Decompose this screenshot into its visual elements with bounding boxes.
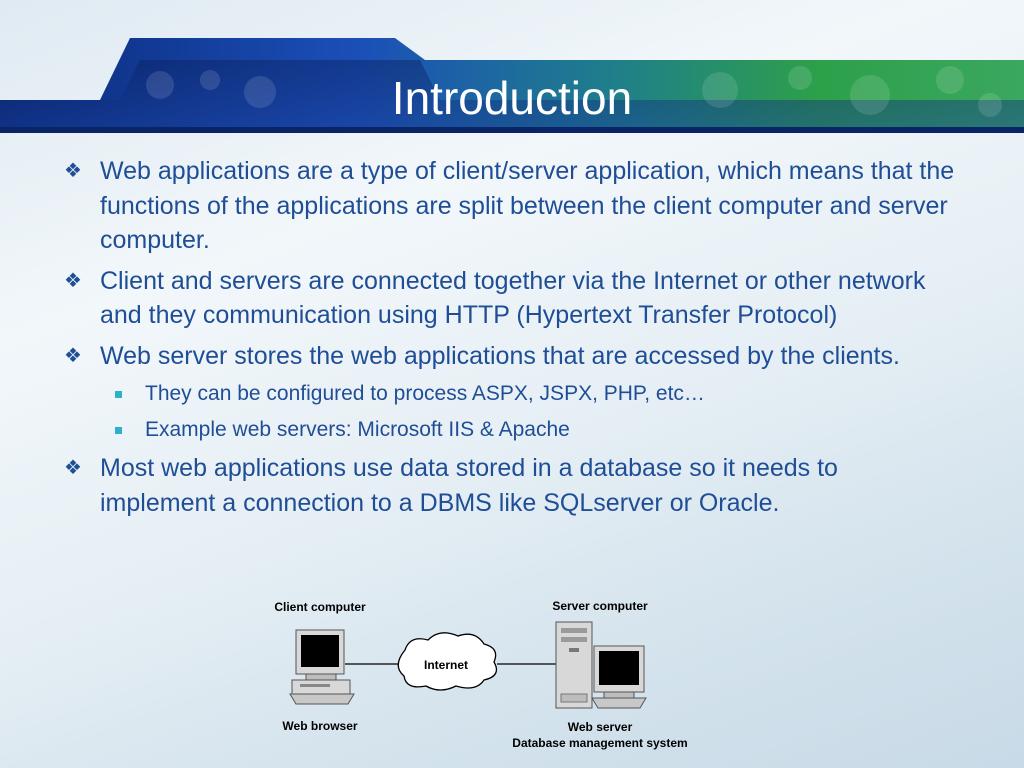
bullet-item: ❖ Web server stores the web applications… — [60, 339, 960, 374]
bullet-text: Web applications are a type of client/se… — [100, 157, 955, 254]
bullet-item: ❖ Client and servers are connected toget… — [60, 264, 960, 333]
client-computer-icon — [289, 629, 355, 705]
diamond-bullet-icon: ❖ — [64, 344, 82, 367]
slide-title: Introduction — [391, 72, 633, 124]
bullet-item: ❖ Most web applications use data stored … — [60, 451, 960, 520]
dbms-label: Database management system — [512, 736, 688, 750]
bullet-item: ❖ Web applications are a type of client/… — [60, 154, 960, 258]
web-server-label: Web server — [567, 720, 633, 734]
internet-label: Internet — [423, 658, 468, 672]
diamond-bullet-icon: ❖ — [64, 457, 82, 479]
server-computer-icon — [555, 621, 593, 709]
bullet-text: Most web applications use data stored in… — [100, 454, 838, 517]
bullet-text: Client and servers are connected togethe… — [100, 266, 926, 330]
sub-bullet-item: Example web servers: Microsoft IIS & Apa… — [60, 415, 960, 445]
slide-content: ❖ Web applications are a type of client/… — [60, 154, 960, 526]
client-server-diagram: Client computer Server computer Internet… — [0, 590, 1024, 768]
bullet-text: Web server stores the web applications t… — [100, 341, 900, 370]
server-monitor-icon — [591, 645, 647, 709]
sub-bullet-item: They can be configured to process ASPX, … — [60, 379, 960, 409]
diamond-bullet-icon: ❖ — [64, 269, 82, 292]
web-browser-label: Web browser — [282, 719, 358, 733]
banner-graphic — [0, 38, 1024, 133]
internet-cloud-icon — [397, 632, 498, 691]
square-bullet-icon — [115, 391, 122, 398]
client-computer-label: Client computer — [274, 600, 366, 614]
diamond-bullet-icon: ❖ — [64, 160, 82, 182]
square-bullet-icon — [115, 427, 122, 434]
title-banner — [0, 0, 1024, 135]
server-computer-label: Server computer — [552, 599, 648, 613]
sub-bullet-text: They can be configured to process ASPX, … — [145, 382, 705, 405]
sub-bullet-text: Example web servers: Microsoft IIS & Apa… — [145, 418, 570, 441]
diagram-graphic — [289, 621, 647, 709]
